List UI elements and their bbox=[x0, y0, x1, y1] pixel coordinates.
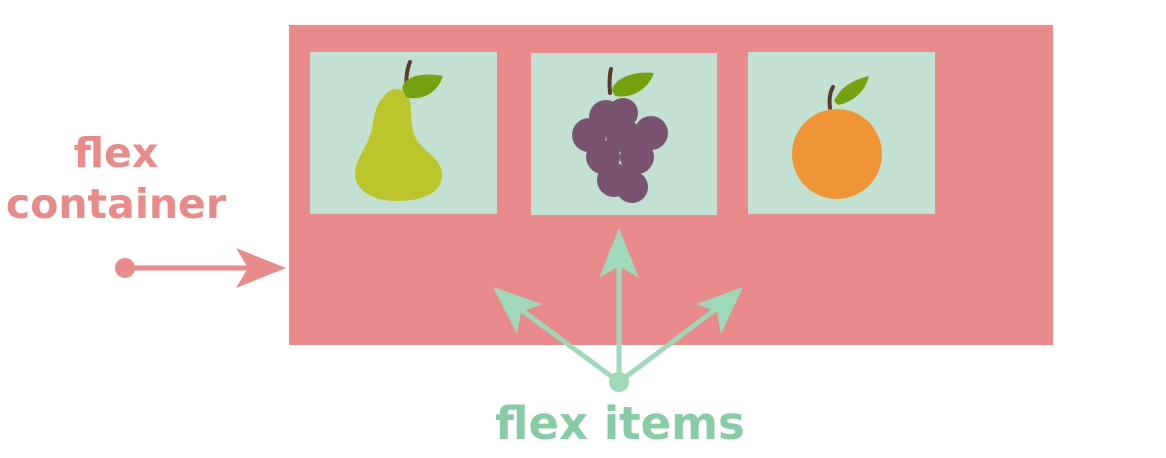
grapes-icon bbox=[572, 67, 668, 203]
flex-item-grapes bbox=[531, 53, 717, 215]
flex-items-label: flex items bbox=[495, 397, 745, 450]
flex-item-pear bbox=[310, 52, 497, 214]
orange-icon bbox=[792, 76, 882, 199]
flex-container-label-line2: container bbox=[5, 180, 227, 229]
pear-icon bbox=[355, 60, 443, 201]
flex-container-label-line1: flex bbox=[73, 129, 159, 177]
container-arrow bbox=[115, 248, 286, 288]
flex-item-orange bbox=[748, 52, 935, 214]
flex-container-label: flex container bbox=[0, 128, 232, 231]
